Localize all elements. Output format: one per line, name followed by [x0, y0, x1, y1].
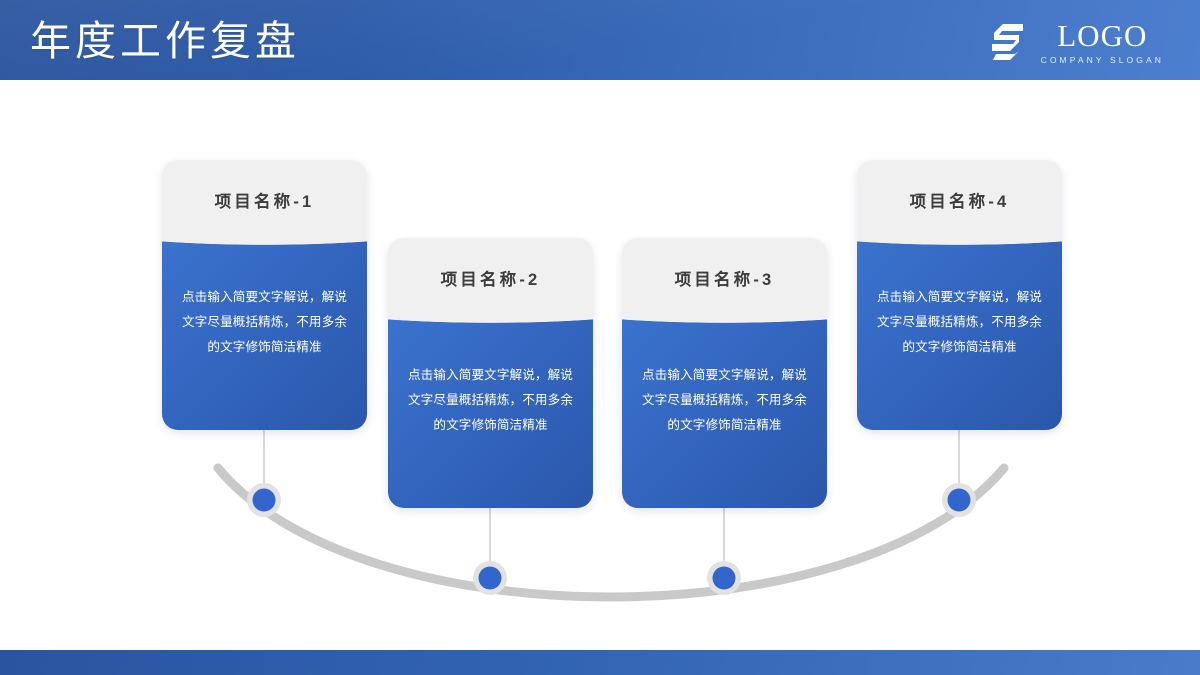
- card-text-1: 点击输入简要文字解说，解说文字尽量概括精炼，不用多余的文字修饰简洁精准: [181, 290, 348, 354]
- timeline-node-4[interactable]: [942, 483, 976, 517]
- timeline-node-2[interactable]: [473, 561, 507, 595]
- slide-footer: [0, 650, 1200, 675]
- card-text-2: 点击输入简要文字解说，解说文字尽量概括精炼，不用多余的文字修饰简洁精准: [407, 368, 574, 432]
- project-card-1[interactable]: 项目名称-1 点击输入简要文字解说，解说文字尽量概括精炼，不用多余的文字修饰简洁…: [162, 160, 367, 430]
- card-text-3: 点击输入简要文字解说，解说文字尽量概括精炼，不用多余的文字修饰简洁精准: [641, 368, 808, 432]
- card-body-4: [857, 215, 1062, 430]
- project-card-4[interactable]: 项目名称-4 点击输入简要文字解说，解说文字尽量概括精炼，不用多余的文字修饰简洁…: [857, 160, 1062, 430]
- project-card-3[interactable]: 项目名称-3 点击输入简要文字解说，解说文字尽量概括精炼，不用多余的文字修饰简洁…: [622, 238, 827, 508]
- card-title-2: 项目名称-2: [440, 271, 541, 289]
- timeline-curve: [213, 463, 1009, 602]
- card-text-4: 点击输入简要文字解说，解说文字尽量概括精炼，不用多余的文字修饰简洁精准: [876, 290, 1043, 354]
- card-title-1: 项目名称-1: [214, 193, 315, 211]
- timeline-node-1[interactable]: [247, 483, 281, 517]
- card-body-1: [162, 215, 367, 430]
- page-title: 年度工作复盘: [30, 18, 300, 64]
- card-body-3: [622, 293, 827, 508]
- logo: LOGO COMPANY SLOGAN: [989, 20, 1164, 65]
- s-mark-icon: [991, 24, 1023, 61]
- timeline-node-3[interactable]: [707, 561, 741, 595]
- logo-text: LOGO COMPANY SLOGAN: [1041, 20, 1164, 65]
- project-card-2[interactable]: 项目名称-2 点击输入简要文字解说，解说文字尽量概括精炼，不用多余的文字修饰简洁…: [388, 238, 593, 508]
- card-title-3: 项目名称-3: [674, 271, 775, 289]
- logo-slogan: COMPANY SLOGAN: [1040, 55, 1164, 65]
- card-body-2: [388, 293, 593, 508]
- card-title-4: 项目名称-4: [909, 193, 1010, 211]
- logo-name: LOGO: [1057, 18, 1148, 53]
- slide-header: 年度工作复盘 LOGO COMPANY SLOGAN: [0, 0, 1200, 80]
